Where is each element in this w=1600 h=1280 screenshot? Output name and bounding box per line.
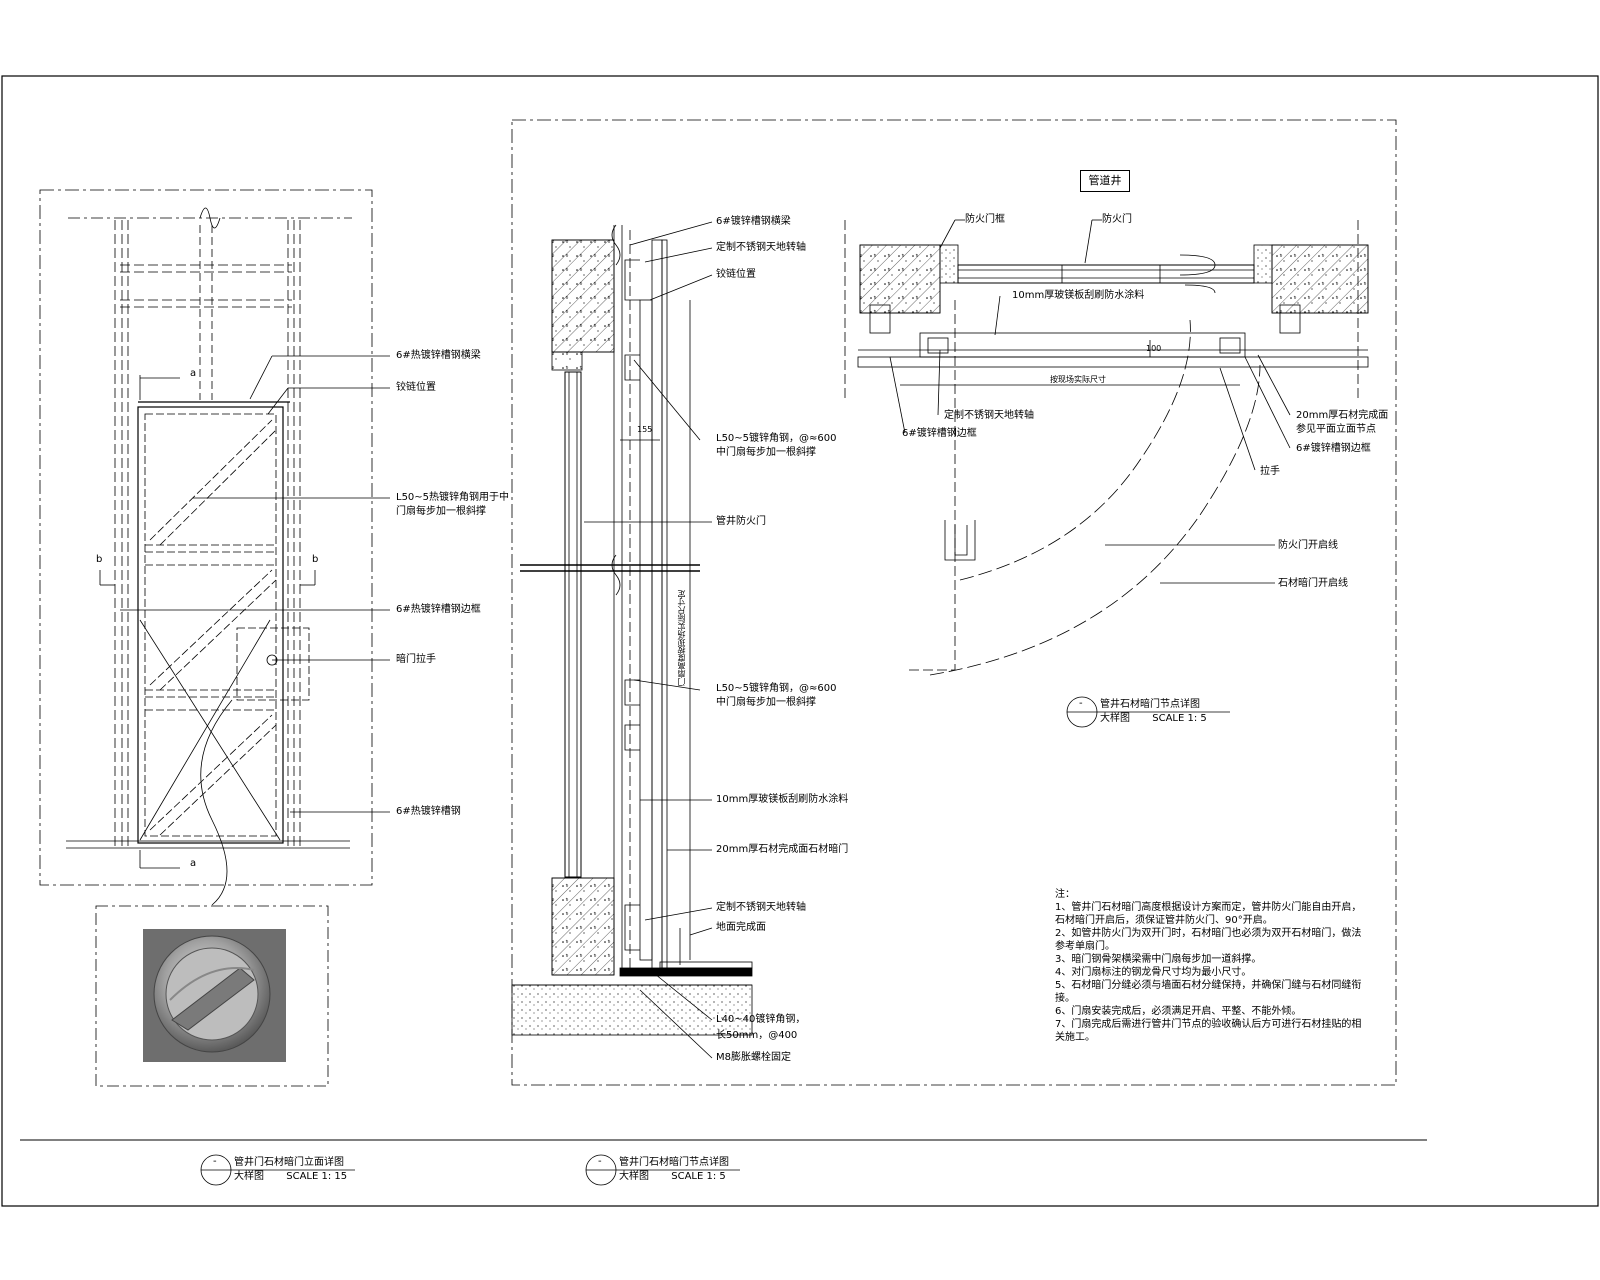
plan-label-stone-b: 参见平面立面节点 xyxy=(1296,424,1376,435)
sec-label-pivot-top: 定制不锈钢天地转轴 xyxy=(716,242,806,253)
left-elevation xyxy=(66,207,390,906)
plan-scale-ratio: SCALE 1: 5 xyxy=(1152,713,1207,724)
sec-label-board: 10mm厚玻镁板刮刷防水涂料 xyxy=(716,794,849,805)
sec-label-hinge: 铰链位置 xyxy=(716,269,756,280)
sec-label-angle-2a: L50~5镀锌角钢，@≈600 xyxy=(716,683,837,694)
bottom-right-name: 管井门石材暗门节点详图 xyxy=(619,1157,729,1168)
bottom-right-mark: - xyxy=(598,1156,602,1167)
notes-item-4: 4、对门扇标注的钢龙骨尺寸均为最小尺寸。 xyxy=(1055,967,1252,978)
label-angle-steel-2: 门扇每步加一根斜撑 xyxy=(396,506,486,517)
label-channel-bottom: 6#热镀锌槽钢 xyxy=(396,806,461,817)
sec-label-l40b: 长50mm，@400 xyxy=(716,1030,798,1041)
left-frame-boundary xyxy=(39,189,373,886)
sec-label-floor-finish: 地面完成面 xyxy=(716,922,766,933)
section-mark-b-right: b xyxy=(312,554,319,565)
bottom-right-ratio: SCALE 1: 5 xyxy=(671,1171,726,1182)
label-hinge: 铰链位置 xyxy=(396,382,436,393)
sec-label-angle-2b: 中门扇每步加一根斜撑 xyxy=(716,697,816,708)
plan-dim-100: 100 xyxy=(1146,344,1162,353)
label-channel: 6#热镀锌槽钢边框 xyxy=(396,604,481,615)
plan-title: 管道井 xyxy=(1080,170,1130,192)
plan-label-board: 10mm厚玻镁板刮刷防水涂料 xyxy=(1012,290,1145,301)
plan-label-channel: 6#镀锌槽钢边框 xyxy=(902,428,977,439)
label-beam: 6#热镀锌槽钢横梁 xyxy=(396,350,481,361)
plan-scale-mark: - xyxy=(1079,698,1083,709)
sec-dim-155: 155 xyxy=(637,425,653,434)
plan-scale-sub-text: 大样图 xyxy=(1100,713,1130,724)
sec-label-angle-1a: L50~5镀锌角钢，@≈600 xyxy=(716,433,837,444)
bottom-left-sub: 大样图 SCALE 1: 15 xyxy=(234,1170,347,1184)
sheet-border xyxy=(1,75,1599,1207)
plan-label-fire-swing: 防火门开启线 xyxy=(1278,540,1338,551)
plan-label-door: 防火门 xyxy=(1102,214,1132,225)
section-view xyxy=(511,221,753,1059)
bottom-right-title: 管井门石材暗门节点详图 大样图 SCALE 1: 5 xyxy=(619,1156,729,1184)
sec-label-angle-1b: 中门扇每步加一根斜撑 xyxy=(716,447,816,458)
bottom-right-sub-text: 大样图 xyxy=(619,1171,649,1182)
section-mark-a-bottom: a xyxy=(190,858,197,869)
bottom-left-title: 管井门石材暗门立面详图 大样图 SCALE 1: 15 xyxy=(234,1156,347,1184)
plan-label-handle: 拉手 xyxy=(1260,466,1280,477)
sec-label-fire-door: 管井防火门 xyxy=(716,516,766,527)
section-mark-b-left: b xyxy=(96,554,103,565)
notes-block: 注： 1、管井门石材暗门高度根据设计方案而定，管井防火门能自由开启，石材暗门开启… xyxy=(1055,888,1365,1044)
sec-label-bolt: M8膨胀螺栓固定 xyxy=(716,1052,791,1063)
notes-heading: 注： xyxy=(1055,889,1075,900)
plan-label-channel-r: 6#镀锌槽钢边框 xyxy=(1296,443,1371,454)
sec-label-beam: 6#镀锌槽钢横梁 xyxy=(716,216,791,227)
plan-scale-sub: 大样图 SCALE 1: 5 xyxy=(1100,712,1207,726)
sec-label-stone: 20mm厚石材完成面石材暗门 xyxy=(716,844,849,855)
plan-scale-title: 管井石材暗门节点详图 大样图 SCALE 1: 5 xyxy=(1100,698,1207,726)
plan-scale-name: 管井石材暗门节点详图 xyxy=(1100,699,1200,710)
bottom-left-ratio: SCALE 1: 15 xyxy=(286,1171,348,1182)
notes-item-3: 3、暗门钢骨架横梁需中门扇每步加一道斜撑。 xyxy=(1055,954,1262,965)
notes-item-7: 7、门扇完成后需进行管井门节点的验收确认后方可进行石材挂贴的相关施工。 xyxy=(1055,1019,1362,1043)
bottom-left-mark: - xyxy=(213,1156,217,1167)
bottom-title-marks xyxy=(200,1154,740,1186)
plan-clear-width: 按现场实际尺寸 xyxy=(1050,375,1106,384)
bottom-left-name: 管井门石材暗门立面详图 xyxy=(234,1157,344,1168)
plan-view xyxy=(844,219,1369,728)
label-angle-steel: L50~5热镀锌角钢用于中 xyxy=(396,492,510,503)
notes-item-2: 2、如管井防火门为双开门时，石材暗门也必须为双开石材暗门，做法参考单扇门。 xyxy=(1055,928,1362,952)
notes-item-5: 5、石材暗门分缝必须与墙面石材分缝保持，并确保门缝与石材同缝衔接。 xyxy=(1055,980,1362,1004)
plan-label-pivot: 定制不锈钢天地转轴 xyxy=(944,410,1034,421)
bottom-right-sub: 大样图 SCALE 1: 5 xyxy=(619,1170,729,1184)
notes-item-1: 1、管井门石材暗门高度根据设计方案而定，管井防火门能自由开启，石材暗门开启后，须… xyxy=(1055,902,1362,926)
handle-photo-frame xyxy=(95,905,329,1087)
sec-label-pivot-bottom: 定制不锈钢天地转轴 xyxy=(716,902,806,913)
section-mark-a-top: a xyxy=(190,368,197,379)
handle-photo xyxy=(143,929,286,1062)
bottom-left-sub-text: 大样图 xyxy=(234,1171,264,1182)
plan-label-frame: 防火门框 xyxy=(965,214,1005,225)
plan-label-stone-swing: 石材暗门开启线 xyxy=(1278,578,1348,589)
label-handle: 暗门拉手 xyxy=(396,654,436,665)
plan-label-stone-a: 20mm厚石材完成面 xyxy=(1296,410,1389,421)
notes-item-6: 6、门扇安装完成后，必须满足开启、平整、不能外倾。 xyxy=(1055,1006,1302,1017)
sec-label-l40a: L40~40镀锌角钢， xyxy=(716,1014,806,1025)
sec-vertical-note: 门扇高度按现场实际尺寸定 xyxy=(677,590,686,686)
